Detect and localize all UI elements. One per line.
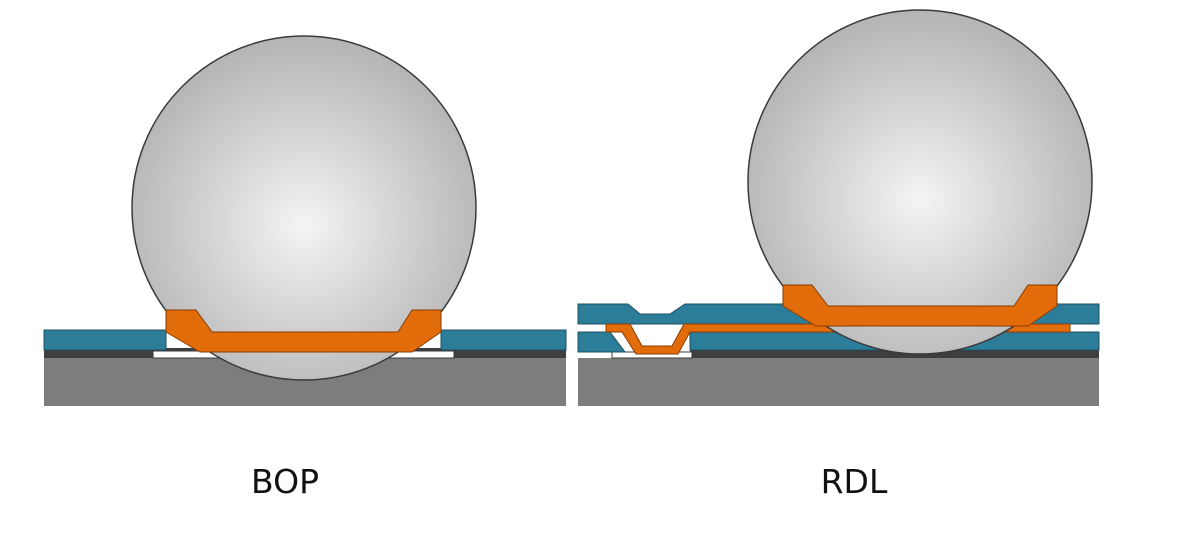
- bop-solder-ball: [131, 35, 477, 381]
- bop-ubm: [165, 309, 442, 353]
- bop-diagram: [43, 35, 567, 406]
- bop-passivation: [43, 329, 567, 351]
- rdl-caption: RDL: [820, 462, 888, 501]
- rdl-dark-layer: [690, 348, 1099, 358]
- rdl-ubm: [782, 284, 1058, 327]
- bop-caption: BOP: [251, 462, 319, 501]
- rdl-solder-ball: [747, 9, 1093, 355]
- rdl-diagram: [577, 9, 1100, 406]
- rdl-substrate: [578, 358, 1099, 406]
